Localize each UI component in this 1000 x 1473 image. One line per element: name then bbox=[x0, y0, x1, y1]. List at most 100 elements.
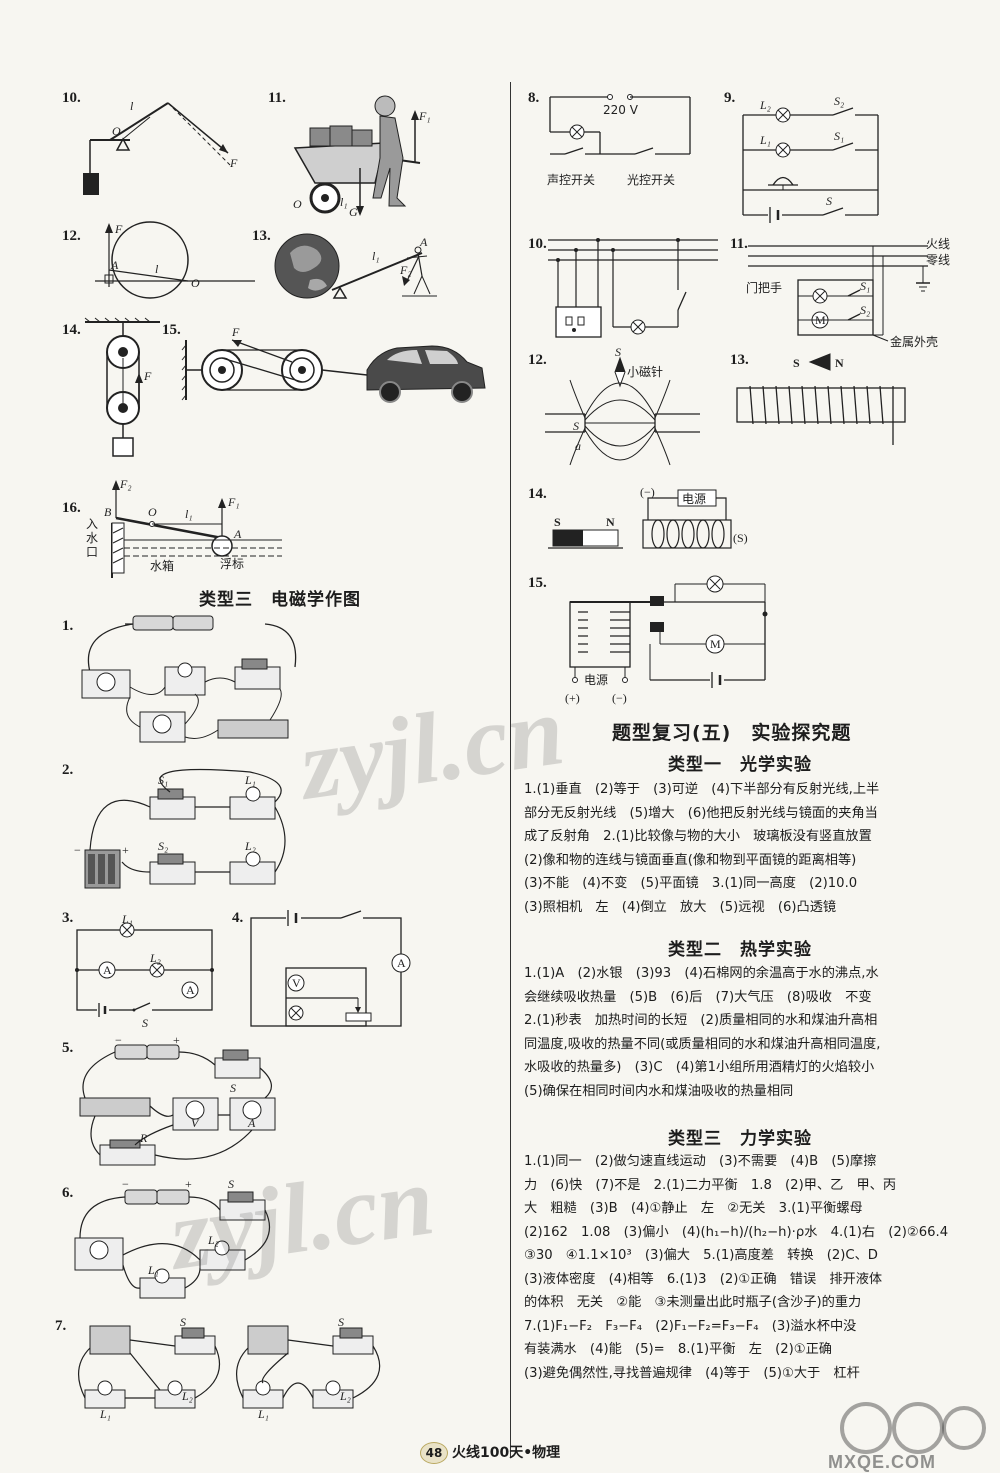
answer-line: 有装满水 (4)能 (5)= 8.(1)平衡 左 (2)①正确 bbox=[524, 1342, 832, 1357]
label-metal-shell: 金属外壳 bbox=[890, 334, 938, 349]
figure-number: 14. bbox=[528, 486, 547, 502]
label-F2: F₂ bbox=[399, 263, 412, 277]
svg-text:+: + bbox=[122, 843, 129, 857]
chapter-title: 题型复习(五) 实验探究题 bbox=[612, 722, 852, 744]
label-S: S bbox=[142, 1016, 148, 1030]
label-motor: M bbox=[710, 637, 721, 651]
answer-line: 1.(1)同一 (2)做匀速直线运动 (3)不需要 (4)B (5)摩擦 bbox=[524, 1154, 877, 1169]
answer-line: 部分无反射光线 (5)增大 (6)他把反射光线与镜面的夹角当 bbox=[524, 805, 878, 821]
answer-line: 水吸收的热量多) (3)C (4)第1小组所用酒精灯的火焰较小 bbox=[524, 1060, 875, 1075]
physical-circuit-7b: S L₁ L₂ bbox=[236, 1315, 381, 1421]
label-l1: l₁ bbox=[185, 507, 193, 521]
answer-line: (3)避免偶然性,寻找普遍规律 (4)等于 (5)①大于 杠杆 bbox=[524, 1365, 860, 1381]
answer-line: 7.(1)F₁−F₂ F₃−F₄ (2)F₁−F₂=F₃−F₄ (3)溢水杯中没 bbox=[524, 1318, 857, 1334]
section-title-thermal: 类型二 热学实验 bbox=[668, 940, 812, 960]
pulley-block-diagram-14: F bbox=[84, 317, 160, 457]
label-float: 浮标 bbox=[220, 557, 244, 571]
label-small-magnet: 小磁针 bbox=[627, 364, 663, 379]
label-L2: L₂ bbox=[149, 951, 161, 965]
label-L2: L₂ bbox=[207, 1233, 219, 1247]
label-power-source: 电源 bbox=[682, 492, 706, 506]
section-title-mechanics: 类型三 力学实验 bbox=[668, 1129, 812, 1149]
label-V: V bbox=[191, 1116, 200, 1130]
figure-number: 4. bbox=[232, 910, 244, 926]
household-wiring-10 bbox=[548, 238, 718, 338]
label-S: S bbox=[793, 356, 800, 370]
circuit-schematic-4: A V bbox=[250, 910, 411, 1027]
figure-number: 8. bbox=[528, 90, 540, 106]
physical-circuit-5: −+ S R V A bbox=[79, 1033, 276, 1166]
circuit-schematic-3: A A L₁ L₂ S bbox=[75, 912, 214, 1030]
column-divider bbox=[510, 82, 511, 1457]
household-wiring-11: M 火线 零线 门把手 金属外壳 S₁ S₂ bbox=[746, 237, 950, 349]
label-sound-switch: 声控开关 bbox=[547, 173, 595, 187]
figure-number: 11. bbox=[730, 236, 748, 252]
footer-title: 火线100天•物理 bbox=[452, 1445, 561, 1461]
figure-number: 2. bbox=[62, 762, 74, 778]
svg-text:A: A bbox=[186, 983, 195, 997]
label-S1: S₁ bbox=[860, 279, 870, 293]
svg-text:A: A bbox=[103, 963, 112, 977]
label-O: O bbox=[191, 276, 200, 290]
label-l1: l₁ bbox=[340, 195, 348, 209]
answer-line: (2)162 1.08 (3)偏小 (4)(h₁−h)/(h₂−h)·ρ水 4.… bbox=[524, 1224, 949, 1240]
label-A: A bbox=[419, 235, 428, 249]
rolling-cylinder-diagram-12: F A l O bbox=[95, 221, 255, 299]
answer-line: 的体积 无关 ②能 ③未测量出此时瓶子(含沙子)的重力 bbox=[524, 1295, 862, 1310]
label-S: S bbox=[228, 1177, 234, 1191]
electromagnet-diagram-14: S N 电源 (−) (S) bbox=[548, 485, 748, 549]
label-L1: L₁ bbox=[759, 133, 771, 147]
label-L1: L₁ bbox=[99, 1407, 111, 1421]
label-l: l bbox=[130, 99, 134, 113]
label-plus: (+) bbox=[565, 691, 580, 705]
svg-text:−: − bbox=[115, 1033, 122, 1047]
figure-number: 9. bbox=[724, 90, 736, 106]
figure-number: 3. bbox=[62, 910, 74, 926]
figure-number: 1. bbox=[62, 618, 74, 634]
physical-circuit-1 bbox=[81, 615, 297, 743]
label-F1: F₁ bbox=[227, 495, 240, 509]
figure-number: 13. bbox=[730, 352, 749, 368]
label-F: F bbox=[114, 222, 123, 236]
magnetic-field-lines-12: S 小磁针 S a bbox=[545, 345, 700, 466]
answer-line: (3)液体密度 (4)相等 6.(1)3 (2)①正确 错误 排开液体 bbox=[524, 1271, 883, 1287]
label-A: A bbox=[110, 258, 119, 272]
figure-number: 13. bbox=[252, 228, 271, 244]
answer-line: 成了反射角 2.(1)比较像与物的大小 玻璃板没有竖直放置 bbox=[524, 829, 872, 844]
label-S-top: S bbox=[615, 345, 621, 359]
svg-text:A: A bbox=[397, 956, 406, 970]
label-L2: L₂ bbox=[181, 1389, 193, 1403]
label-G: G bbox=[349, 205, 358, 219]
answer-line: 大 粗糙 (3)B (4)①静止 左 ②无关 3.(1)平衡螺母 bbox=[524, 1201, 863, 1216]
label-live-wire: 火线 bbox=[926, 237, 950, 251]
figure-number: 12. bbox=[528, 352, 547, 368]
label-shui: 水 bbox=[86, 531, 98, 545]
answer-line: 同温度,吸收的热量不同(或质量相同的水和煤油升高相同温度, bbox=[524, 1036, 881, 1052]
figure-number: 11. bbox=[268, 90, 286, 106]
answers-thermal: 1.(1)A (2)水银 (3)93 (4)石棉网的余温高于水的沸点,水 会继续… bbox=[524, 962, 960, 1103]
label-R: R bbox=[139, 1131, 148, 1145]
circuit-schematic-8: 220 V 声控开关 光控开关 bbox=[547, 94, 691, 187]
svg-text:+: + bbox=[173, 1033, 180, 1047]
physical-circuit-2: −+ S₁ L₁ S₂ L₂ bbox=[74, 768, 286, 889]
label-B: B bbox=[104, 505, 112, 519]
label-S: S bbox=[826, 194, 832, 208]
answer-line: 会继续吸收热量 (5)B (6)后 (7)大气压 (8)吸收 不变 bbox=[524, 989, 872, 1005]
label-F2: F₂ bbox=[119, 477, 132, 491]
label-S2: S₂ bbox=[834, 94, 844, 108]
label-S1: S₁ bbox=[834, 129, 844, 143]
lever-diagram-10: l O F bbox=[83, 99, 238, 195]
physical-circuit-6: −+ S L₁ L₂ bbox=[74, 1177, 271, 1299]
label-O: O bbox=[112, 124, 121, 138]
solenoid-diagram-13: S N bbox=[736, 353, 906, 445]
label-kou: 口 bbox=[86, 545, 98, 559]
answer-line: 力 (6)快 (7)不是 2.(1)二力平衡 1.8 (2)甲、乙 甲、丙 bbox=[524, 1177, 897, 1193]
label-power: 电源 bbox=[584, 673, 608, 687]
answers-mechanics: 1.(1)同一 (2)做匀速直线运动 (3)不需要 (4)B (5)摩擦 力 (… bbox=[524, 1150, 960, 1385]
figure-number: 10. bbox=[528, 236, 547, 252]
label-A: A bbox=[247, 1116, 256, 1130]
figure-number: 15. bbox=[162, 322, 181, 338]
relay-circuit-15: M 电源 (+) (−) bbox=[565, 575, 768, 705]
label-neutral-wire: 零线 bbox=[926, 253, 950, 267]
figure-number: 15. bbox=[528, 575, 547, 591]
